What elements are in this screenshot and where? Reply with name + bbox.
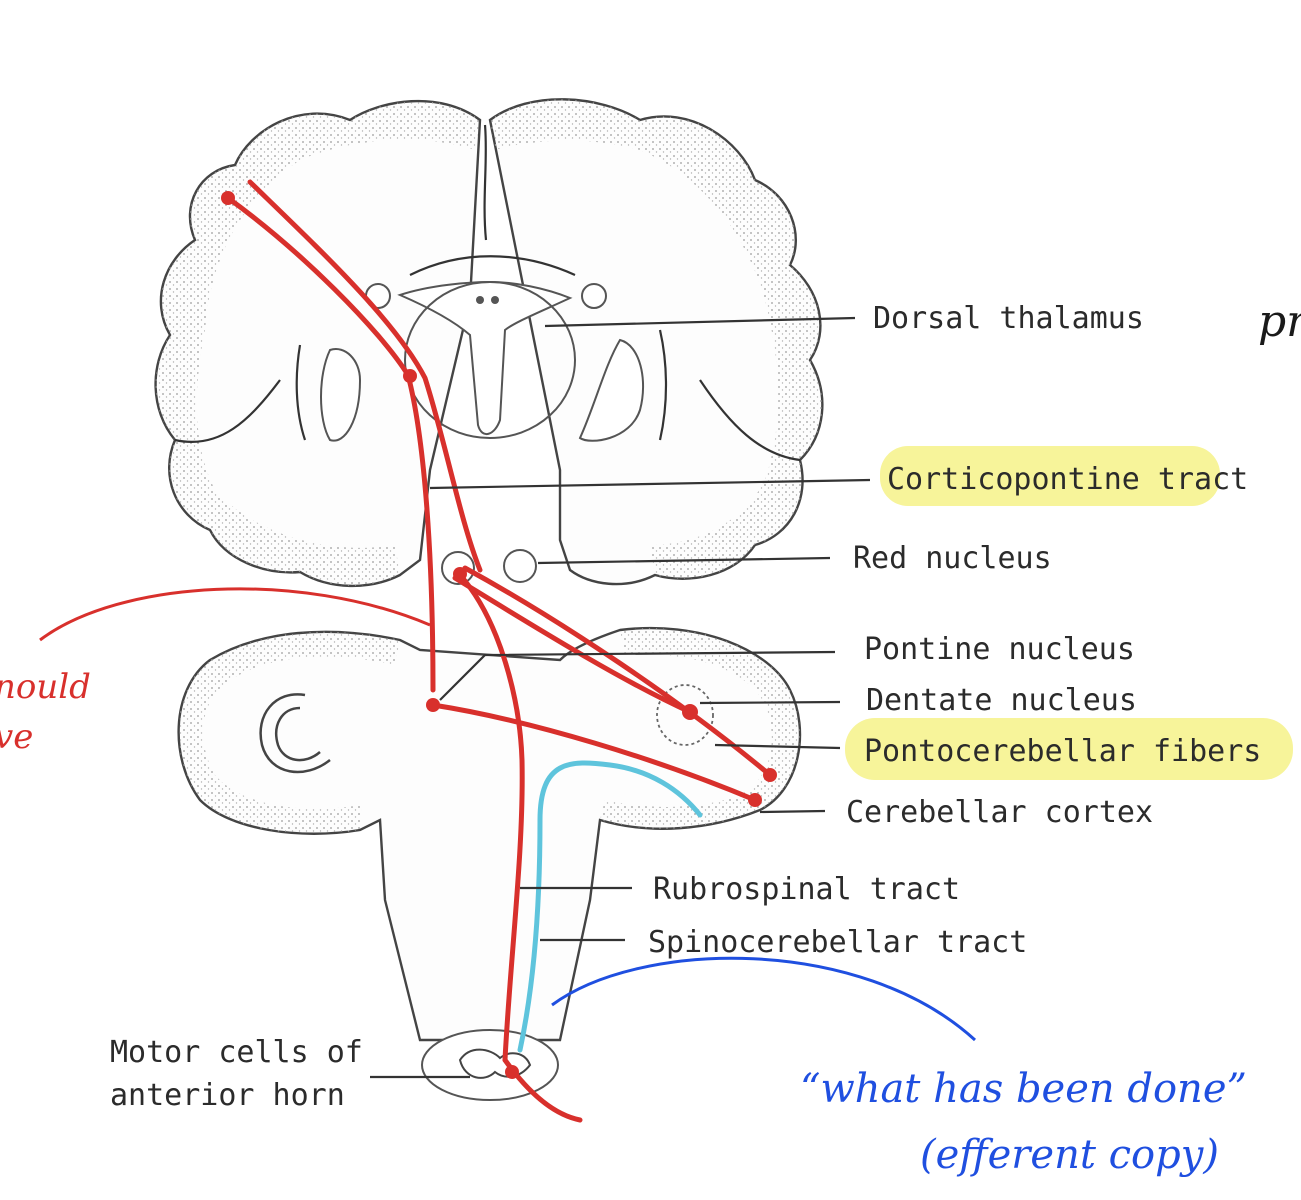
rubrospinal-tract — [457, 572, 525, 1063]
left-cortex-stipple — [155, 101, 480, 586]
tract-dot-cortex-cb-2 — [748, 793, 762, 807]
right-cortex-stipple — [490, 99, 823, 579]
label-corticopontine-tract: Corticopontine tract — [887, 462, 1248, 497]
tract-dot-horn — [505, 1065, 519, 1079]
label-motor-cells-line2: anterior horn — [110, 1078, 345, 1113]
right-internal-capsule — [658, 329, 668, 441]
leader-dentate — [699, 700, 841, 705]
leader-pontine — [439, 650, 836, 701]
label-pontocerebellar-fibers: Pontocerebellar fibers — [864, 734, 1261, 769]
leader-cerebellar-cortex — [759, 809, 826, 814]
left-lateral-fissure — [174, 379, 281, 443]
leader-corticopontine — [429, 478, 871, 490]
label-motor-cells-line1: Motor cells of — [110, 1035, 363, 1070]
leader-lines — [370, 316, 871, 1079]
corpus-callosum-arc — [409, 255, 576, 277]
label-rubrospinal-tract: Rubrospinal tract — [653, 872, 960, 907]
left-internal-capsule — [295, 344, 307, 441]
tract-dot-dentate — [682, 704, 698, 720]
tract-dot-pontine — [426, 698, 440, 712]
highlight-pontocerebellar — [845, 718, 1293, 780]
right-fornix-dot — [581, 283, 607, 309]
tract-dot-thalamus — [403, 369, 417, 383]
highlight-corticopontine — [880, 446, 1220, 506]
spinocerebellar-tract-line — [517, 760, 703, 1053]
label-pontine-nucleus: Pontine nucleus — [864, 632, 1135, 667]
left-lateral-ventricle — [320, 348, 362, 442]
left-dentate-shape — [259, 693, 331, 774]
cerebellum-stipple — [178, 631, 400, 834]
annotation-efferent-line1: “what has been done” — [800, 1066, 1247, 1112]
thalamus-circle — [404, 281, 576, 439]
labels: Dorsal thalamus Corticopontine tract Red… — [110, 301, 1261, 1113]
label-dentate-nucleus: Dentate nucleus — [866, 683, 1137, 718]
right-lateral-fissure — [699, 379, 801, 462]
blue-annotation-arc — [551, 956, 977, 1042]
label-red-nucleus: Red nucleus — [853, 541, 1052, 576]
corticopontine-tract-inner — [247, 179, 483, 573]
red-tracts — [221, 179, 777, 1123]
red-annotation-arc — [39, 587, 431, 642]
label-cerebellar-cortex: Cerebellar cortex — [846, 795, 1153, 830]
tract-dot-cortex-cb-1 — [763, 768, 777, 782]
pontocerebellar-fiber-3 — [430, 702, 758, 803]
right-dentate-region — [656, 684, 714, 746]
annotation-efferent-line2: (efferent copy) — [920, 1132, 1219, 1178]
right-lateral-ventricle — [578, 338, 644, 442]
annotation-top-right-fragment: pr — [1258, 296, 1301, 347]
tract-dot-cortex — [221, 191, 235, 205]
third-ventricle-dot-2 — [491, 296, 499, 304]
cerebellum — [177, 626, 802, 1042]
label-dorsal-thalamus: Dorsal thalamus — [873, 301, 1144, 336]
cerebellum-stipple-right — [600, 628, 800, 829]
leader-dorsal-thalamus — [544, 316, 856, 328]
label-spinocerebellar-tract: Spinocerebellar tract — [648, 925, 1027, 960]
annotation-left-red-line2: ve — [0, 717, 33, 757]
leader-red-nucleus — [537, 556, 831, 565]
anterior-horn-gray-matter — [458, 1048, 532, 1079]
tract-dot-red-nucleus — [453, 567, 467, 581]
handwritten-annotations: nould ve pr “what has been done” (effere… — [0, 296, 1301, 1178]
leader-pontocerebellar — [714, 743, 841, 750]
right-red-nucleus — [503, 549, 537, 583]
third-ventricle-dot-1 — [476, 296, 484, 304]
brain-drawing — [154, 98, 824, 1101]
spinal-cord-section — [421, 1029, 559, 1101]
pontocerebellar-fiber-1 — [452, 575, 693, 715]
annotation-left-red-line1: nould — [0, 667, 91, 707]
longitudinal-fissure — [483, 124, 488, 241]
